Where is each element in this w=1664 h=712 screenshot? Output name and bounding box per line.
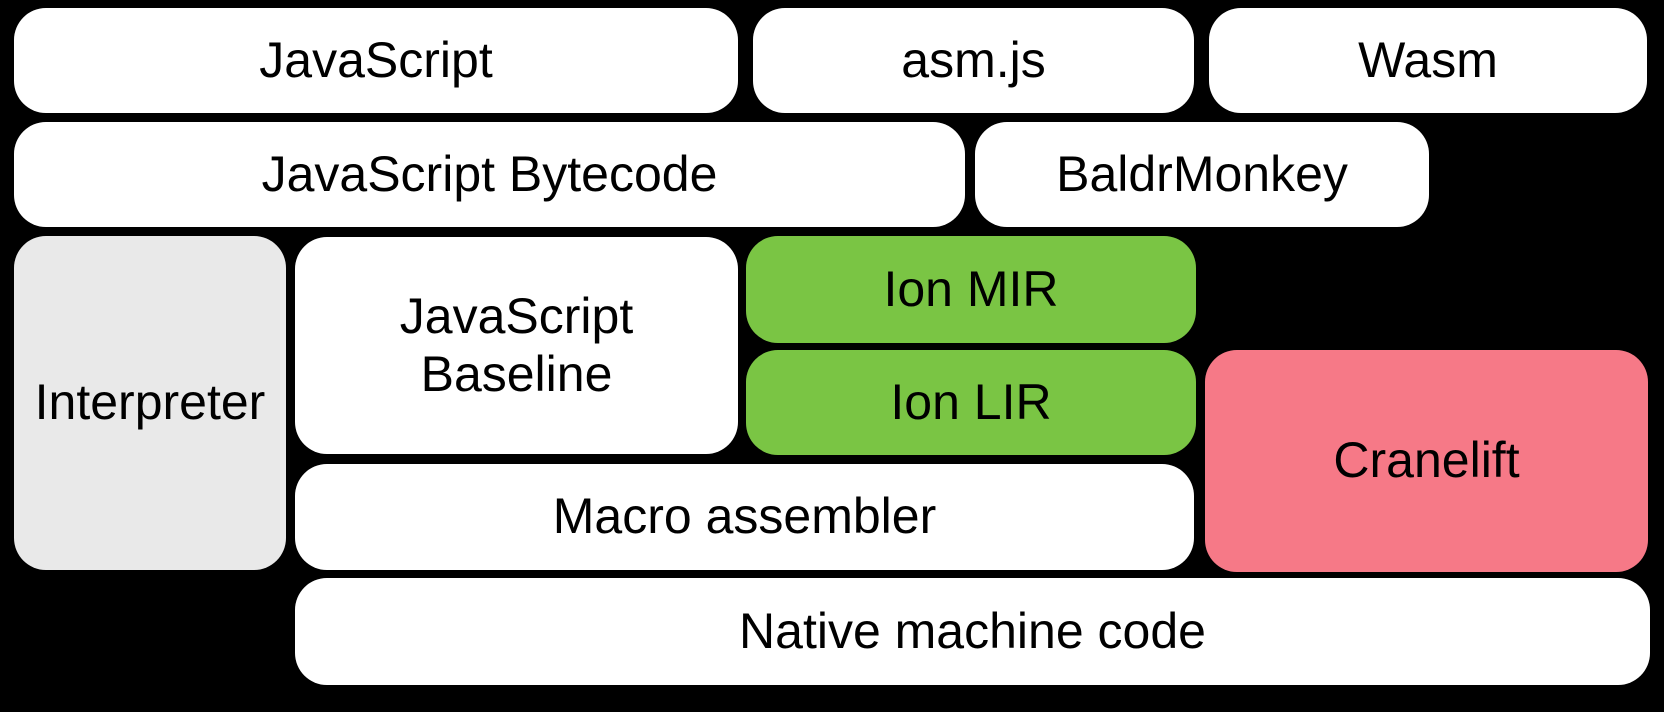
box-javascript-bytecode: JavaScript Bytecode [14, 122, 965, 227]
box-baldrmonkey-label: BaldrMonkey [1056, 145, 1348, 202]
box-interpreter-label: Interpreter [34, 374, 266, 431]
box-native-machine-code-label: Native machine code [739, 602, 1206, 659]
box-macro-assembler: Macro assembler [295, 464, 1194, 570]
box-cranelift-label: Cranelift [1333, 432, 1520, 489]
box-wasm: Wasm [1209, 8, 1647, 113]
box-javascript-baseline: JavaScript Baseline [295, 237, 738, 454]
box-javascript-baseline-line1: JavaScript [399, 288, 634, 344]
box-asmjs-label: asm.js [901, 31, 1046, 88]
box-javascript-bytecode-label: JavaScript Bytecode [261, 145, 718, 202]
box-javascript-label: JavaScript [259, 31, 493, 88]
box-native-machine-code: Native machine code [295, 578, 1650, 685]
box-cranelift: Cranelift [1205, 350, 1648, 572]
box-interpreter: Interpreter [14, 236, 286, 570]
box-ion-mir: Ion MIR [746, 236, 1196, 343]
box-macro-assembler-label: Macro assembler [552, 488, 937, 545]
box-javascript: JavaScript [14, 8, 738, 113]
box-baldrmonkey: BaldrMonkey [975, 122, 1429, 227]
box-ion-lir-label: Ion LIR [890, 373, 1052, 430]
box-ion-mir-label: Ion MIR [883, 260, 1059, 317]
box-wasm-label: Wasm [1358, 31, 1498, 88]
box-ion-lir: Ion LIR [746, 350, 1196, 455]
box-asmjs: asm.js [753, 8, 1194, 113]
box-javascript-baseline-line2: Baseline [420, 345, 613, 402]
